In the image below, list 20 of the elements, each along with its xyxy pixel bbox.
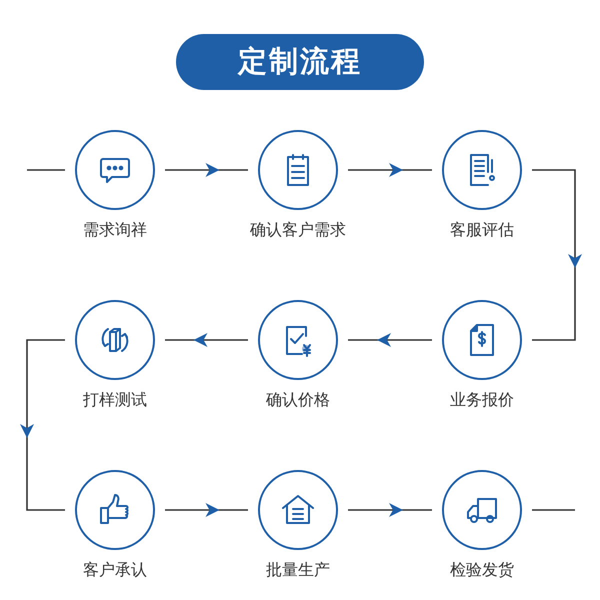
- connector-line: [27, 169, 65, 171]
- step-label: 确认价格: [266, 390, 330, 410]
- step-label: 业务报价: [450, 390, 514, 410]
- arrow: [348, 163, 432, 177]
- arrow: [165, 503, 248, 517]
- step-label: 客服评估: [450, 220, 514, 240]
- arrow: [532, 169, 582, 341]
- step-label: 打样测试: [83, 390, 147, 410]
- connector-line: [532, 509, 575, 511]
- step-label: 批量生产: [266, 560, 330, 580]
- step-label: 需求询祥: [83, 220, 147, 240]
- step-label: 客户承认: [83, 560, 147, 580]
- arrow: [348, 333, 432, 347]
- title-banner: 定制流程: [176, 34, 424, 90]
- arrow: [20, 339, 65, 511]
- arrow: [165, 163, 248, 177]
- arrow: [348, 503, 432, 517]
- step-label: 检验发货: [450, 560, 514, 580]
- step-label: 确认客户需求: [250, 220, 346, 240]
- arrow: [165, 333, 248, 347]
